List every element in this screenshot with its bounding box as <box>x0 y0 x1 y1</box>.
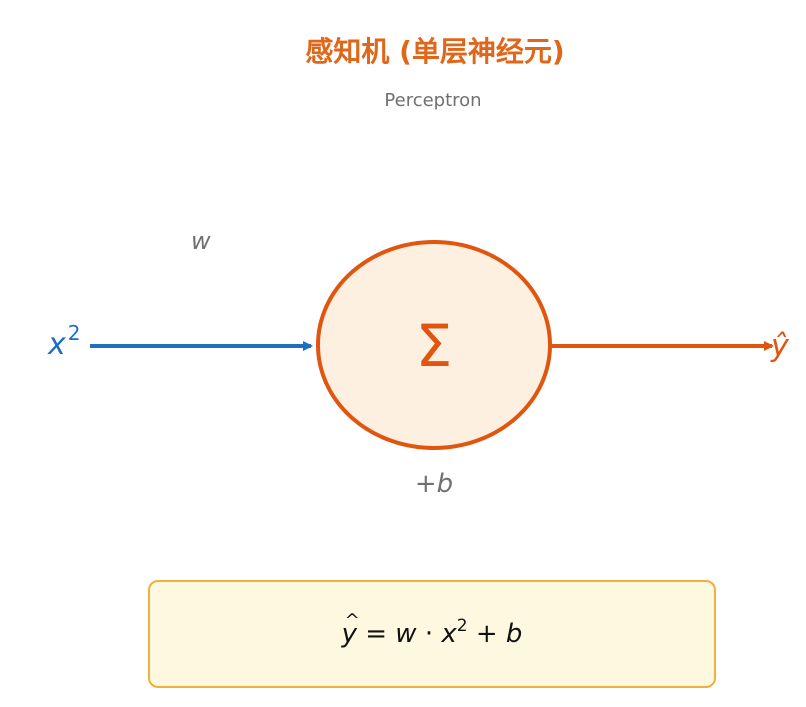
formula-plus: + <box>475 619 498 649</box>
formula-dot: · <box>424 619 434 649</box>
formula-w: w <box>395 619 417 649</box>
input-base: x <box>47 327 66 362</box>
formula: y = w · x2 + b <box>342 610 523 649</box>
page-subtitle: Perceptron <box>384 90 482 111</box>
neuron-node <box>316 240 552 450</box>
formula-x: x <box>441 619 457 649</box>
formula-yhat: y <box>342 610 361 649</box>
bias-label: +b <box>415 469 453 499</box>
formula-exponent: 2 <box>456 616 468 636</box>
formula-equals: = <box>365 619 388 649</box>
input-exponent: 2 <box>68 321 81 345</box>
page-title: 感知机 (单层神经元) <box>305 35 565 68</box>
output-label: ŷ <box>770 329 790 364</box>
formula-b: b <box>505 619 523 649</box>
weight-label: w <box>191 227 211 255</box>
formula-box: y = w · x2 + b <box>148 580 716 688</box>
neuron-sum-symbol: Σ <box>416 312 453 380</box>
